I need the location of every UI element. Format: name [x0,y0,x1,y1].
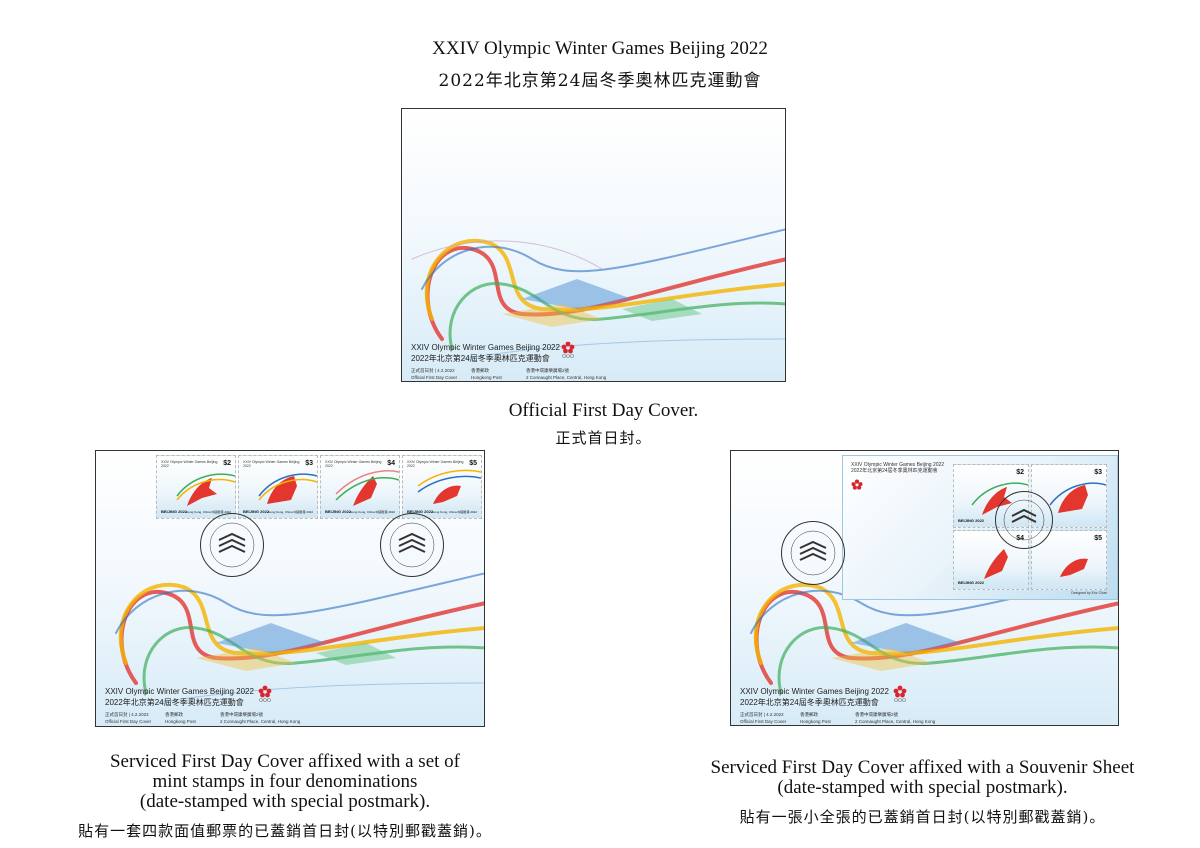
postmark-sheet-center [995,491,1053,549]
stamp-2: XXIV Olympic Winter Games Beijing 2022 $… [238,455,318,519]
cover-title-en: XXIV Olympic Winter Games Beijing 2022 [411,343,560,352]
hk-emblem-icon [561,341,575,358]
cover-info-block: XXIV Olympic Winter Games Beijing 2022 2… [105,687,301,724]
stamp-1: XXIV Olympic Winter Games Beijing 2022 $… [156,455,236,519]
postmark-sheet [781,521,845,585]
cover-title-zh: 2022年北京第24屆冬季奧林匹克運動會 [411,354,550,363]
figure-skater-icon [335,470,399,506]
sheet-caption-line1: Serviced First Day Cover affixed with a … [710,757,1135,778]
speed-skater-icon [417,469,481,504]
skater-figure-icon [971,482,1028,515]
official-first-day-cover: XXIV Olympic Winter Games Beijing 2022 2… [401,108,786,382]
stamp-set-caption-line3: (date-stamped with special postmark). [139,791,431,812]
speed-skater-icon [1060,558,1088,577]
postmark-emblem-icon [389,522,435,568]
stamp-3: XXIV Olympic Winter Games Beijing 2022 $… [320,455,400,519]
serviced-cover-souvenir-sheet: XXIV Olympic Winter Games Beijing 2022 2… [730,450,1119,726]
cover-info-block: XXIV Olympic Winter Games Beijing 2022 2… [740,687,936,724]
sheet-stamp-4: $5 [1031,530,1107,590]
stamp-set-caption-zh: 貼有一套四款面值郵票的已蓋銷首日封(以特別郵戳蓋銷)。 [78,822,492,840]
souvenir-sheet: XXIV Olympic Winter Games Beijing 2022 2… [842,455,1118,600]
cover-addr-en: 2 Connaught Place, Central, Hong Kong [526,375,607,380]
stamp-set-caption-line2: mint stamps in four denominations [152,771,418,792]
sheet-title-zh: 2022年北京第24屆冬季奧林匹克運動會 [851,468,938,474]
skater-figure-icon [176,473,235,506]
page-title-chinese: 2022年北京第24屆冬季奧林匹克運動會 [438,71,762,91]
sheet-caption-line2: (date-stamped with special postmark). [777,777,1068,798]
stamp-value: $5 [469,460,477,467]
ribbon-swirl-graphic [115,572,484,704]
postmark-emblem-icon [209,522,255,568]
hk-emblem-icon [258,685,272,702]
stamp-value: $4 [387,460,395,467]
stamp-4: XXIV Olympic Winter Games Beijing 2022 $… [402,455,482,519]
stamp-set-caption-line1: Serviced First Day Cover affixed with a … [109,751,460,772]
stamp-value: $2 [223,460,231,467]
cover-addr-zh: 香港中環康樂廣場2號 [526,368,570,373]
sheet-title-en: XXIV Olympic Winter Games Beijing 2022 [851,462,945,468]
official-cover-caption: Official First Day Cover. [508,400,699,421]
sheet-caption-zh: 貼有一張小全張的已蓋銷首日封(以特別郵戳蓋銷)。 [739,808,1106,826]
hockey-figure-icon [258,473,317,504]
ribbon-swirl-graphic [411,228,785,360]
postmark-emblem-icon [1003,499,1045,541]
cover-fdc-zh: 正式首日封 | 4.2.2022 [411,368,455,373]
page-title: XXIV Olympic Winter Games Beijing 2022 [432,38,768,59]
figure-skater-icon [984,549,1008,579]
serviced-cover-stamp-set: XXIV Olympic Winter Games Beijing 2022 $… [95,450,485,727]
postmark-right [380,513,444,577]
cover-info-block: XXIV Olympic Winter Games Beijing 2022 2… [411,343,711,380]
postmark-left [200,513,264,577]
postmark-emblem-icon [790,530,836,576]
hk-emblem-icon [851,479,863,490]
cover-post-en: Hongkong Post [471,375,502,380]
sheet-designer-credit: Designed by Eric Chan [1071,591,1107,595]
sheet-stamp-2: $3 [1031,464,1107,528]
official-cover-caption-zh: 正式首日封。 [555,429,652,447]
cover-post-zh: 香港郵政 [471,368,489,373]
hk-emblem-icon [893,685,907,702]
cover-fdc-en: Official First Day Cover [411,375,458,380]
stamp-value: $3 [305,460,313,467]
hockey-figure-icon [1049,482,1106,513]
